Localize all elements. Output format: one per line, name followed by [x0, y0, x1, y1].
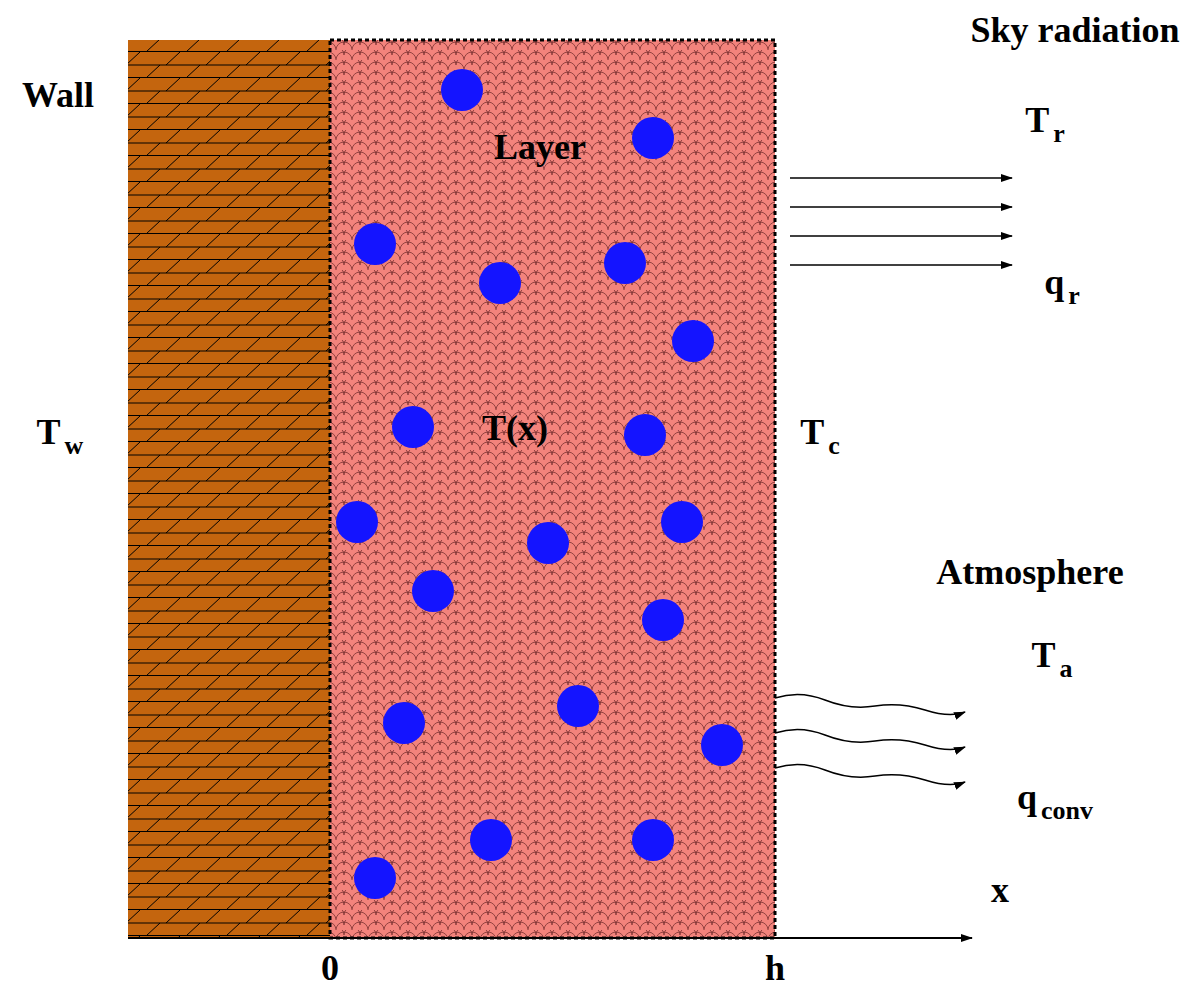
particle	[642, 599, 684, 641]
particle	[412, 570, 454, 612]
diagram-label: Ta	[1031, 637, 1072, 673]
particle	[354, 223, 396, 265]
particle	[441, 69, 483, 111]
particle	[383, 702, 425, 744]
diagram-label: Tw	[37, 414, 84, 450]
layer-region: LayerT(x)	[330, 40, 775, 938]
radiation-arrows	[790, 178, 1012, 265]
particle	[557, 685, 599, 727]
diagram-label: 0	[321, 950, 339, 986]
layer-block	[330, 40, 775, 938]
particle	[470, 819, 512, 861]
wall-block	[128, 40, 330, 938]
particle	[632, 819, 674, 861]
layer-text: Layer	[494, 129, 586, 165]
diagram-label: Sky radiation	[970, 12, 1179, 48]
particle	[632, 117, 674, 159]
particle	[661, 501, 703, 543]
diagram-label: Atmosphere	[936, 554, 1123, 590]
diagram-label: h	[765, 950, 785, 986]
particle	[354, 857, 396, 899]
diagram-label: x	[991, 872, 1009, 908]
diagram-label: qr	[1044, 264, 1080, 300]
diagram-label: Tr	[1025, 102, 1065, 138]
particles	[336, 69, 743, 899]
particle	[479, 262, 521, 304]
layer-text: T(x)	[482, 410, 548, 446]
particle	[624, 414, 666, 456]
diagram-label: Wall	[22, 77, 94, 113]
particle	[701, 724, 743, 766]
diagram-label: qconv	[1017, 779, 1093, 815]
particle	[527, 522, 569, 564]
particle	[336, 501, 378, 543]
particle	[392, 406, 434, 448]
convection-arrows	[775, 694, 965, 784]
particle	[604, 242, 646, 284]
x-axis	[128, 937, 972, 939]
particle	[672, 320, 714, 362]
diagram-label: Tc	[800, 414, 840, 450]
